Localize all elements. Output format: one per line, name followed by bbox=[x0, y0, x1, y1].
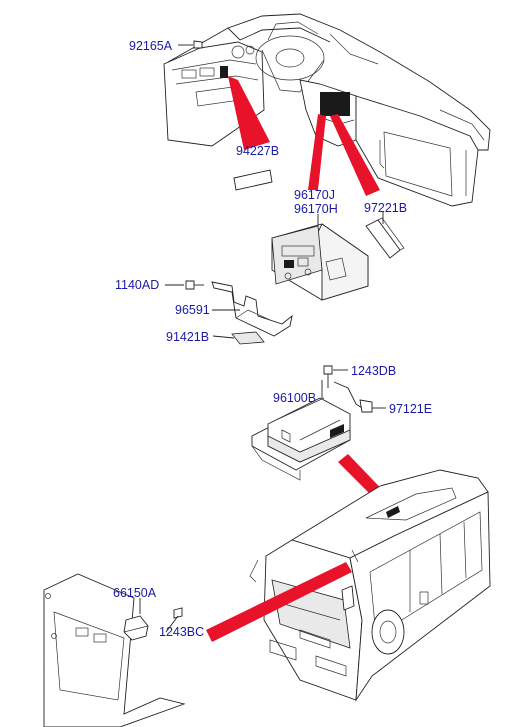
callout-arrow-66150A bbox=[206, 562, 352, 642]
screw-1140AD bbox=[165, 280, 204, 290]
label-1243DB: 1243DB bbox=[351, 364, 396, 378]
pad-91421B bbox=[231, 331, 265, 345]
screw-1243BC bbox=[165, 607, 183, 633]
switch-66150A bbox=[123, 598, 149, 641]
label-91421B: 91421B bbox=[166, 330, 209, 344]
panel-94227B bbox=[233, 169, 273, 191]
screw-1243DB bbox=[323, 365, 348, 388]
label-96100B: 96100B bbox=[273, 391, 316, 405]
label-97221B: 97221B bbox=[364, 201, 407, 215]
label-94227B: 94227B bbox=[236, 144, 279, 158]
cover-97221B bbox=[365, 212, 405, 259]
callout-arrow-96170 bbox=[308, 114, 326, 190]
label-1243BC: 1243BC bbox=[159, 625, 204, 639]
front-panel-66150A bbox=[43, 573, 186, 727]
callout-arrow-97221B bbox=[330, 114, 380, 196]
label-96170J: 96170J bbox=[294, 188, 335, 202]
label-1140AD: 1140AD bbox=[115, 278, 159, 292]
label-97121E: 97121E bbox=[389, 402, 432, 416]
label-92165A: 92165A bbox=[129, 39, 173, 53]
callout-arrow-94227B bbox=[228, 76, 270, 150]
radio-unit-96170 bbox=[271, 214, 369, 301]
bulb-part bbox=[178, 40, 203, 49]
label-96170H: 96170H bbox=[294, 202, 338, 216]
bus-illustration bbox=[249, 469, 491, 702]
bracket-96591 bbox=[211, 281, 293, 337]
dashboard-illustration bbox=[163, 13, 491, 207]
amplifier-96100B bbox=[251, 380, 351, 481]
cable-97121E bbox=[333, 381, 386, 413]
label-66150A: 66150A bbox=[113, 586, 157, 600]
label-96591: 96591 bbox=[175, 303, 210, 317]
